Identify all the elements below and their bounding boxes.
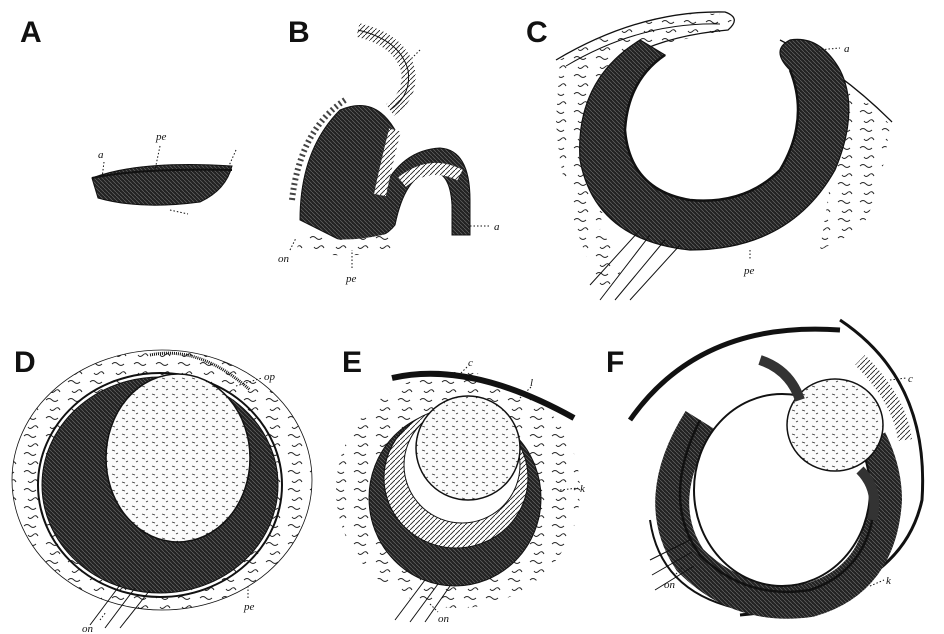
panel-a: A a pe (20, 16, 236, 214)
panel-b: B a pe on (278, 16, 500, 285)
label-e-on: on (438, 613, 450, 625)
panel-label-f: F (606, 346, 624, 379)
panel-d: D op pe on (12, 346, 312, 634)
label-d-op: op (264, 371, 276, 383)
label-b-a: a (494, 221, 500, 233)
panel-label-a: A (20, 16, 42, 49)
panel-e: E c l k on (336, 346, 586, 625)
label-b-on: on (278, 253, 290, 265)
label-e-k: k (580, 483, 586, 495)
panel-label-c: C (526, 16, 548, 49)
label-a-a: a (98, 149, 104, 161)
panel-label-d: D (14, 346, 36, 379)
label-f-c: c (908, 373, 913, 385)
label-e-c: c (468, 357, 473, 369)
label-c-pe: pe (743, 265, 755, 277)
label-a-pe: pe (155, 131, 167, 143)
label-c-a: a (844, 43, 850, 55)
label-d-pe: pe (243, 601, 255, 613)
label-b-pe: pe (345, 273, 357, 285)
panel-f: F c k on (606, 320, 923, 615)
label-e-l: l (530, 377, 533, 389)
label-f-on: on (664, 579, 676, 591)
panel-label-e: E (342, 346, 362, 379)
panel-c: C a pe (526, 12, 892, 300)
label-f-k: k (886, 575, 892, 587)
label-d-on: on (82, 623, 94, 634)
panel-label-b: B (288, 16, 310, 49)
